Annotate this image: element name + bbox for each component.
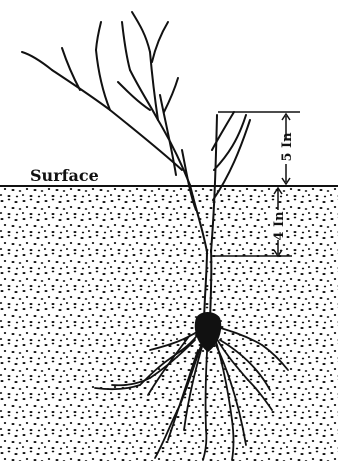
depth-label: 4 In <box>272 211 287 241</box>
soil-area <box>0 186 338 461</box>
surface-label: Surface <box>30 166 99 185</box>
height-label: 5 In <box>280 132 295 162</box>
